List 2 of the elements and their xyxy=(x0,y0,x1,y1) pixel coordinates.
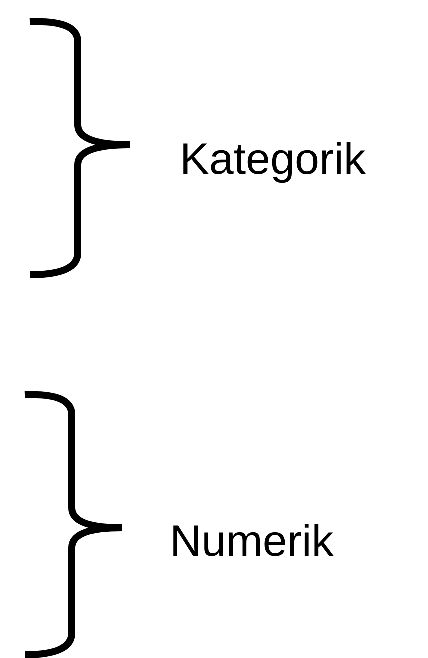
category-label: Kategorik xyxy=(180,138,366,182)
category-label: Numerik xyxy=(170,520,334,564)
